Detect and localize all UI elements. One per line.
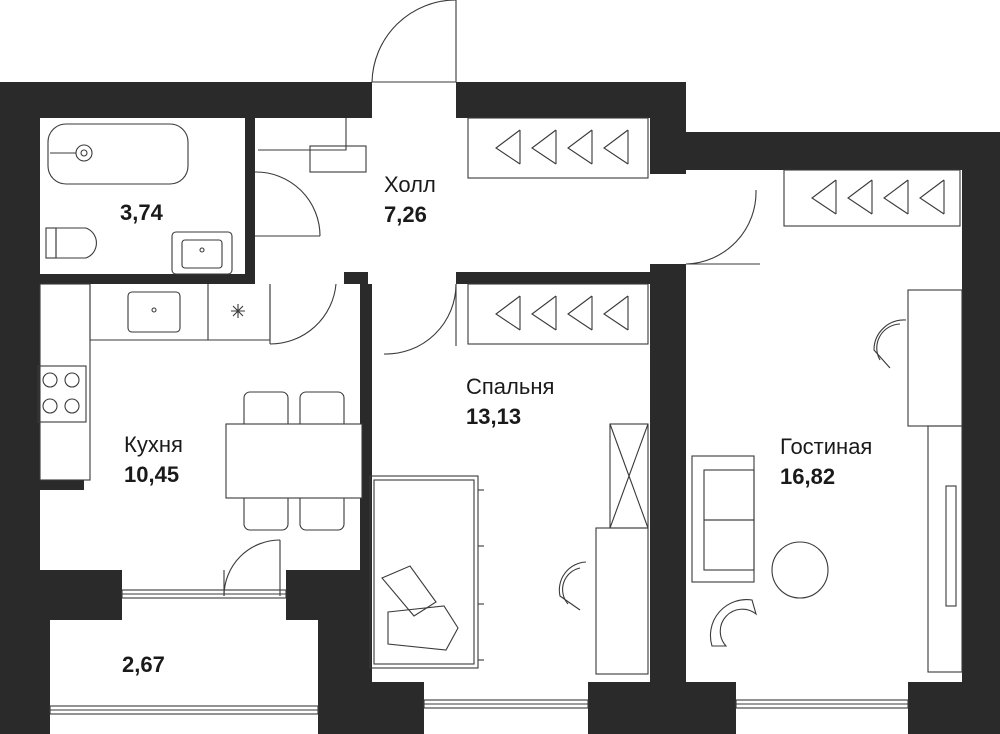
chair-icon: [873, 319, 907, 369]
hall-name: Холл: [384, 172, 436, 197]
coffee-table-icon: [771, 541, 829, 599]
table-icon: [225, 391, 363, 531]
bed-icon: [369, 475, 484, 669]
kitchen-sink-icon: [127, 291, 181, 333]
window-icon: [49, 589, 909, 715]
kitchen-name: Кухня: [124, 432, 183, 457]
stove-icon: [37, 365, 87, 423]
bedroom-name: Спальня: [466, 374, 554, 399]
desk-icon: [907, 289, 963, 673]
desk-icon: [595, 423, 649, 675]
sofa-icon: [691, 455, 755, 583]
chair-icon: [558, 561, 587, 611]
wardrobe-hanger-icon: [467, 117, 961, 345]
kitchen-counter: [39, 283, 271, 481]
living-name: Гостиная: [780, 434, 872, 459]
walls: [0, 82, 1000, 734]
hall-area: 7,26: [384, 202, 427, 227]
hall-shelf: [258, 118, 367, 173]
fridge-icon: [231, 304, 245, 318]
toilet-icon: [45, 227, 97, 259]
living-area: 16,82: [780, 464, 835, 489]
armchair-icon: [709, 599, 758, 647]
kitchen-area: 10,45: [124, 462, 179, 487]
bathroom-area: 3,74: [120, 200, 164, 225]
sink-icon: [171, 231, 233, 275]
balcony-area: 2,67: [122, 652, 165, 677]
room-labels: 3,74 Холл 7,26 Кухня 10,45 Спальня 13,13…: [120, 172, 872, 677]
bathtub-icon: [47, 123, 189, 185]
bedroom-area: 13,13: [466, 404, 521, 429]
